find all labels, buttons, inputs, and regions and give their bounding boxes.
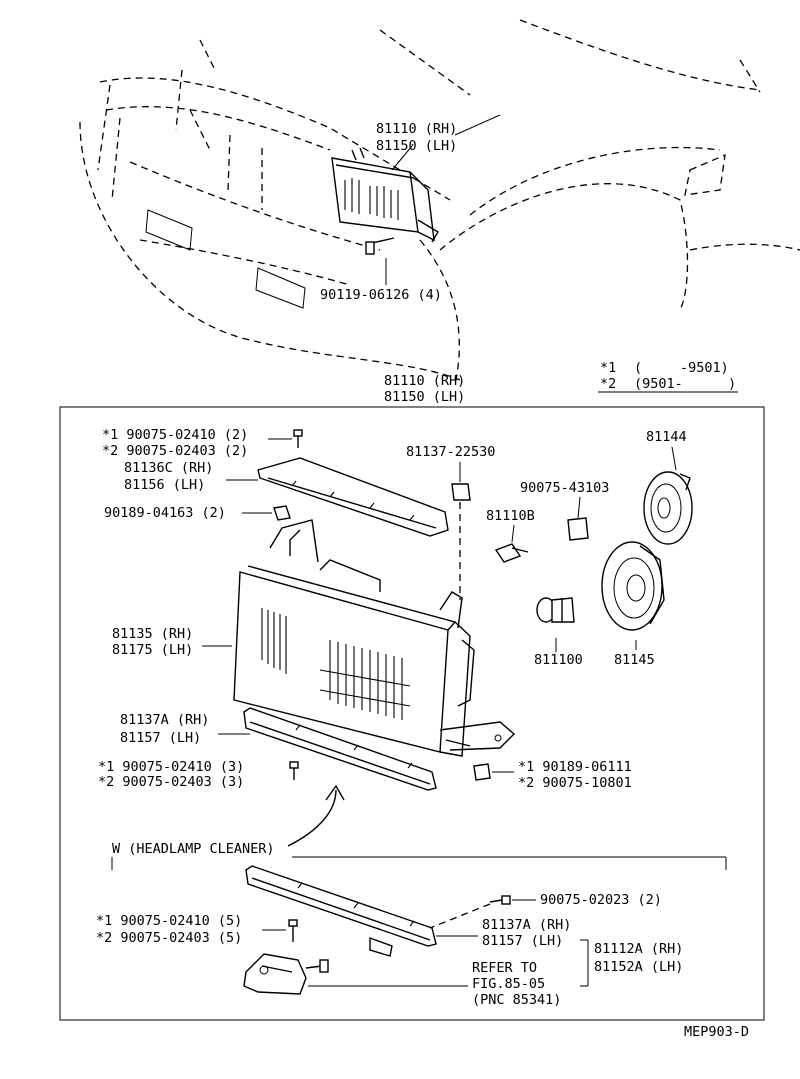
bracket-upper-lh-label: 81156 (LH) [124, 477, 205, 493]
cleaner-section-title: W (HEADLAMP CLEANER) [112, 841, 275, 857]
cover-lower-label: 81145 [614, 652, 655, 668]
cleaner-rh-label: 81112A (RH) [594, 941, 683, 957]
model-legend: *1 ( -9501) *2 (9501- ) [598, 360, 738, 393]
screw-upper-2-label: *2 90075-02403 (2) [102, 443, 248, 459]
retainer-label: 81137-22530 [406, 444, 495, 460]
diagram-code: MEP903-D [684, 1024, 749, 1040]
bulb-icon [536, 597, 575, 623]
bulb-sub-icon [494, 543, 529, 563]
svg-text:): ) [728, 376, 736, 392]
socket-label: 90075-43103 [520, 480, 609, 496]
refer-line-1: REFER TO [472, 960, 537, 976]
screw-lower-1-label: *1 90075-02410 (3) [98, 759, 244, 775]
lower-screw-icon [289, 761, 299, 780]
refer-line-3: (PNC 85341) [472, 992, 561, 1008]
svg-text:(: ( [634, 360, 642, 376]
assembly-lh-label: 81150 (LH) [384, 389, 465, 405]
svg-text:-9501): -9501) [680, 360, 729, 376]
cleaner-screw-2-label: *2 90075-02403 (5) [96, 930, 242, 946]
bulb-sub-label: 81110B [486, 508, 535, 524]
cleaner-lh-label: 81152A (LH) [594, 959, 683, 975]
cleaner-nozzle-part [243, 953, 329, 995]
bulb-label: 811100 [534, 652, 583, 668]
cover-upper-icon [643, 471, 693, 545]
lower-bracket-part [243, 707, 437, 791]
adjuster-2-label: *2 90075-10801 [518, 775, 632, 791]
section-arrow [287, 784, 345, 847]
cleaner-screw-icon [489, 895, 511, 905]
screw-lower-2-label: *2 90075-02403 (3) [98, 774, 244, 790]
cleaner-bracket-lh-label: 81157 (LH) [482, 933, 563, 949]
headlamp-lh-label: 81150 (LH) [376, 138, 457, 154]
headlamp-unit-part [233, 519, 516, 757]
svg-text:(9501-: (9501- [634, 376, 683, 392]
clip-upper-label: 90189-04163 (2) [104, 505, 226, 521]
upper-bracket-part [257, 457, 449, 537]
bracket-lower-rh-label: 81137A (RH) [120, 712, 209, 728]
svg-text:*2: *2 [600, 376, 616, 392]
unit-rh-label: 81135 (RH) [112, 626, 193, 642]
cleaner-lower-screw-icon [288, 919, 298, 942]
cover-lower-icon [601, 541, 665, 631]
retainer-icon [451, 483, 471, 501]
cleaner-bracket-rh-label: 81137A (RH) [482, 917, 571, 933]
assembly-frame [59, 406, 765, 1021]
headlamp-rh-label: 81110 (RH) [376, 121, 457, 137]
bracket-upper-rh-label: 81136C (RH) [124, 460, 213, 476]
clip-upper-icon [273, 505, 291, 521]
upper-screw-icon [293, 429, 303, 448]
adjuster-icon [473, 763, 491, 781]
svg-text:*1: *1 [600, 360, 616, 376]
vehicle-front-view [79, 19, 800, 386]
screw-upper-1-label: *1 90075-02410 (2) [102, 427, 248, 443]
assembly-rh-label: 81110 (RH) [384, 373, 465, 389]
socket-icon [567, 517, 589, 541]
cleaner-screw-label: 90075-02023 (2) [540, 892, 662, 908]
unit-lh-label: 81175 (LH) [112, 642, 193, 658]
cleaner-screw-1-label: *1 90075-02410 (5) [96, 913, 242, 929]
cover-upper-label: 81144 [646, 429, 687, 445]
bolt-label: 90119-06126 (4) [320, 287, 442, 303]
refer-line-2: FIG.85-05 [472, 976, 545, 992]
cleaner-bracket-part [245, 865, 437, 957]
bracket-lower-lh-label: 81157 (LH) [120, 730, 201, 746]
adjuster-1-label: *1 90189-06111 [518, 759, 632, 775]
